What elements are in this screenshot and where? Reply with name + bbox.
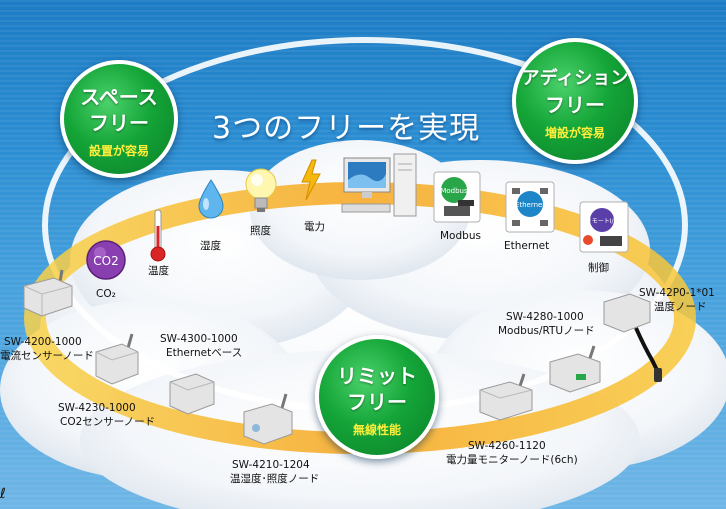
illuminance-label: 照度: [250, 225, 271, 237]
page-title: 3つのフリーを実現: [212, 111, 481, 146]
node-label-4210-desc: 温湿度･照度ノード: [230, 473, 320, 485]
node-label-4300-desc: Ethernetベース: [166, 347, 243, 359]
water-drop-icon: [198, 179, 224, 219]
node-device-4300: [95, 333, 139, 385]
node-label-4260-desc: 電力量モニターノード(6ch): [446, 454, 578, 466]
node-label-42p0-desc: 温度ノード: [654, 301, 707, 313]
co2-label: CO₂: [96, 288, 116, 300]
addition-free-sub: 増設が容易: [544, 126, 605, 140]
node-device-4260: [479, 373, 533, 421]
thermometer-icon: [150, 209, 166, 262]
addition-free-line1: アディション: [521, 68, 629, 89]
ethernet-icon: Ethernet: [505, 181, 555, 233]
limit-free-sub: 無線性能: [352, 423, 401, 437]
node-label-4280-desc: Modbus/RTUノード: [498, 325, 595, 337]
remote-io-icon-text: リモートI/O: [586, 218, 619, 225]
temp-label: 温度: [148, 265, 169, 277]
node-label-4200-desc: 電流センサーノード: [0, 350, 94, 362]
ethernet-label: Ethernet: [504, 240, 550, 252]
node-label-42p0-model: SW-42P0-1*01: [639, 287, 715, 299]
node-device-4280: [549, 345, 601, 393]
node-device-4210: [243, 393, 293, 445]
node-device-4200: [23, 269, 73, 317]
co2-icon: CO2: [86, 240, 126, 280]
node-label-4300-model: SW-4300-1000: [160, 333, 238, 345]
power-label: 電力: [304, 221, 325, 233]
addition-free-badge: アディション フリー 増設が容易: [512, 38, 638, 164]
node-device-4230: [169, 373, 215, 415]
node-label-4280-model: SW-4280-1000: [506, 311, 584, 323]
space-free-sub: 設置が容易: [88, 144, 149, 158]
corner-text: ℓ: [0, 486, 6, 502]
node-label-4200-model: SW-4200-1000: [4, 336, 82, 348]
computer-icon: [341, 153, 417, 217]
modbus-icon-text: Modbus: [440, 187, 468, 195]
addition-free-line2: フリー: [545, 93, 605, 117]
node-label-4230-desc: CO2センサーノード: [60, 416, 156, 428]
lightning-icon: [301, 159, 321, 201]
node-device-42p0: [603, 293, 662, 382]
co2-icon-text: CO2: [93, 254, 118, 268]
space-free-badge: スペース フリー 設置が容易: [60, 60, 178, 178]
limit-free-line1: リミット: [337, 364, 417, 388]
control-label: 制御: [588, 262, 609, 274]
remote-io-icon: リモートI/O: [579, 201, 629, 253]
limit-free-line2: フリー: [347, 390, 407, 414]
node-label-4260-model: SW-4260-1120: [468, 440, 546, 452]
ethernet-icon-text: Ethernet: [515, 201, 545, 209]
node-label-4210-model: SW-4210-1204: [232, 459, 310, 471]
modbus-icon: Modbus: [433, 171, 481, 223]
node-label-4230-model: SW-4230-1000: [58, 402, 136, 414]
limit-free-badge: リミット フリー 無線性能: [315, 335, 439, 459]
modbus-label: Modbus: [440, 230, 481, 242]
space-free-line1: スペース: [80, 85, 158, 109]
space-free-line2: フリー: [89, 111, 149, 135]
humidity-label: 湿度: [200, 240, 221, 252]
light-bulb-icon: [245, 168, 277, 212]
